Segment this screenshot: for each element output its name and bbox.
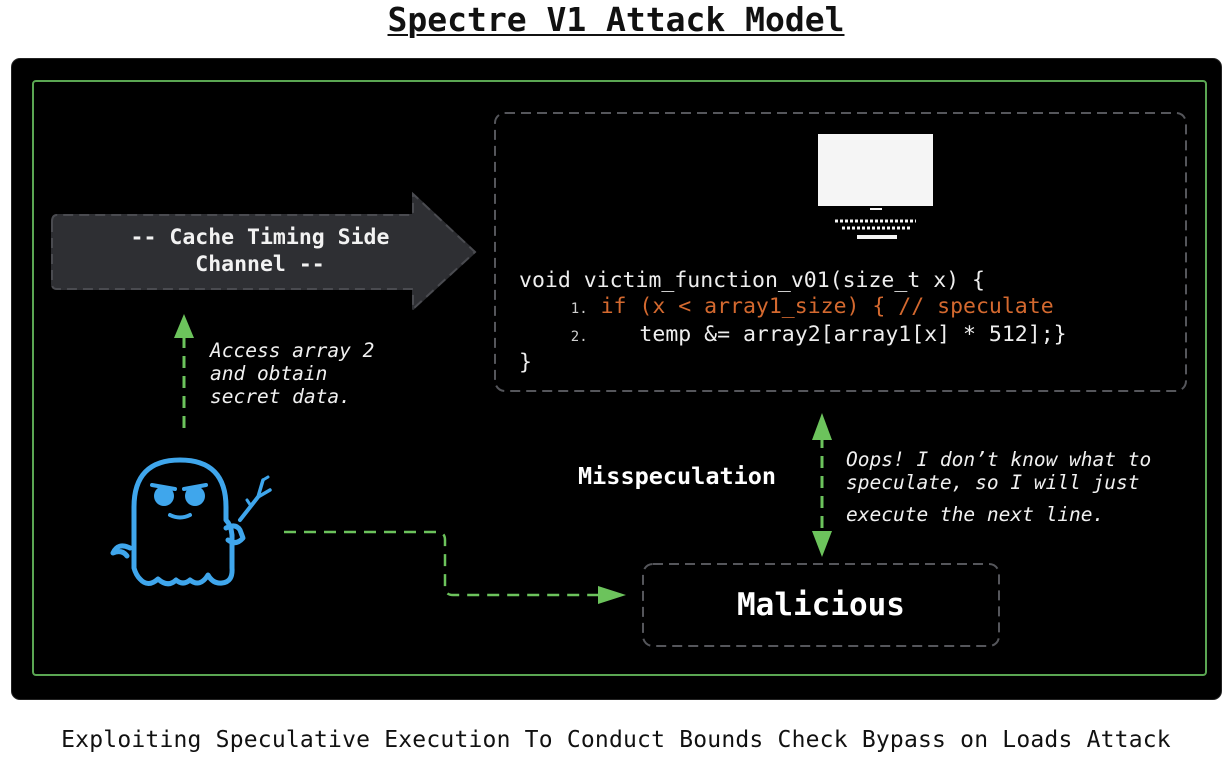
code-line-1-number: 1. (570, 301, 588, 317)
code-line-2-text: temp &= array2[array1[x] * 512];} (600, 322, 1067, 347)
oops-note-line1: Oops! I don’t know what to (846, 448, 1152, 471)
oops-note-line2: speculate, so I will just (846, 471, 1140, 494)
code-line-2-number: 2. (570, 329, 588, 345)
diagram-title: Spectre V1 Attack Model (387, 0, 845, 39)
code-signature: void victim_function_v01(size_t x) { (519, 268, 985, 293)
attack-path-arrow (284, 530, 626, 604)
diagram-caption: Exploiting Speculative Execution To Cond… (61, 727, 1171, 753)
access-note-line2: and obtain (210, 362, 328, 385)
code-line-1-text: if (x < array1_size) { // speculate (600, 294, 1054, 319)
code-line-1: 1. if (x < array1_size) { // speculate (519, 294, 1067, 322)
monitor-icon (818, 134, 933, 239)
cache-timing-line2: Channel -- (195, 252, 325, 277)
access-note-line3: secret data. (210, 385, 351, 408)
malicious-box-outline (642, 563, 1000, 647)
access-arrow (174, 314, 194, 428)
malicious-label: Malicious (737, 587, 905, 623)
access-note-line1: Access array 2 (210, 339, 375, 362)
misspeculation-arrow (812, 413, 832, 557)
diagram-inner-border (32, 80, 1207, 676)
spectre-ghost-icon (110, 457, 272, 587)
code-line-2: 2. temp &= array2[array1[x] * 512];} (519, 322, 1067, 350)
oops-note-line3: execute the next line. (846, 503, 1105, 526)
code-closing: } (519, 350, 532, 375)
cache-timing-label: -- Cache Timing Side Channel -- (95, 224, 425, 278)
victim-code: void victim_function_v01(size_t x) { 1. … (519, 268, 1067, 376)
cache-timing-line1: -- Cache Timing Side (130, 225, 390, 250)
misspeculation-label: Misspeculation (578, 462, 777, 490)
